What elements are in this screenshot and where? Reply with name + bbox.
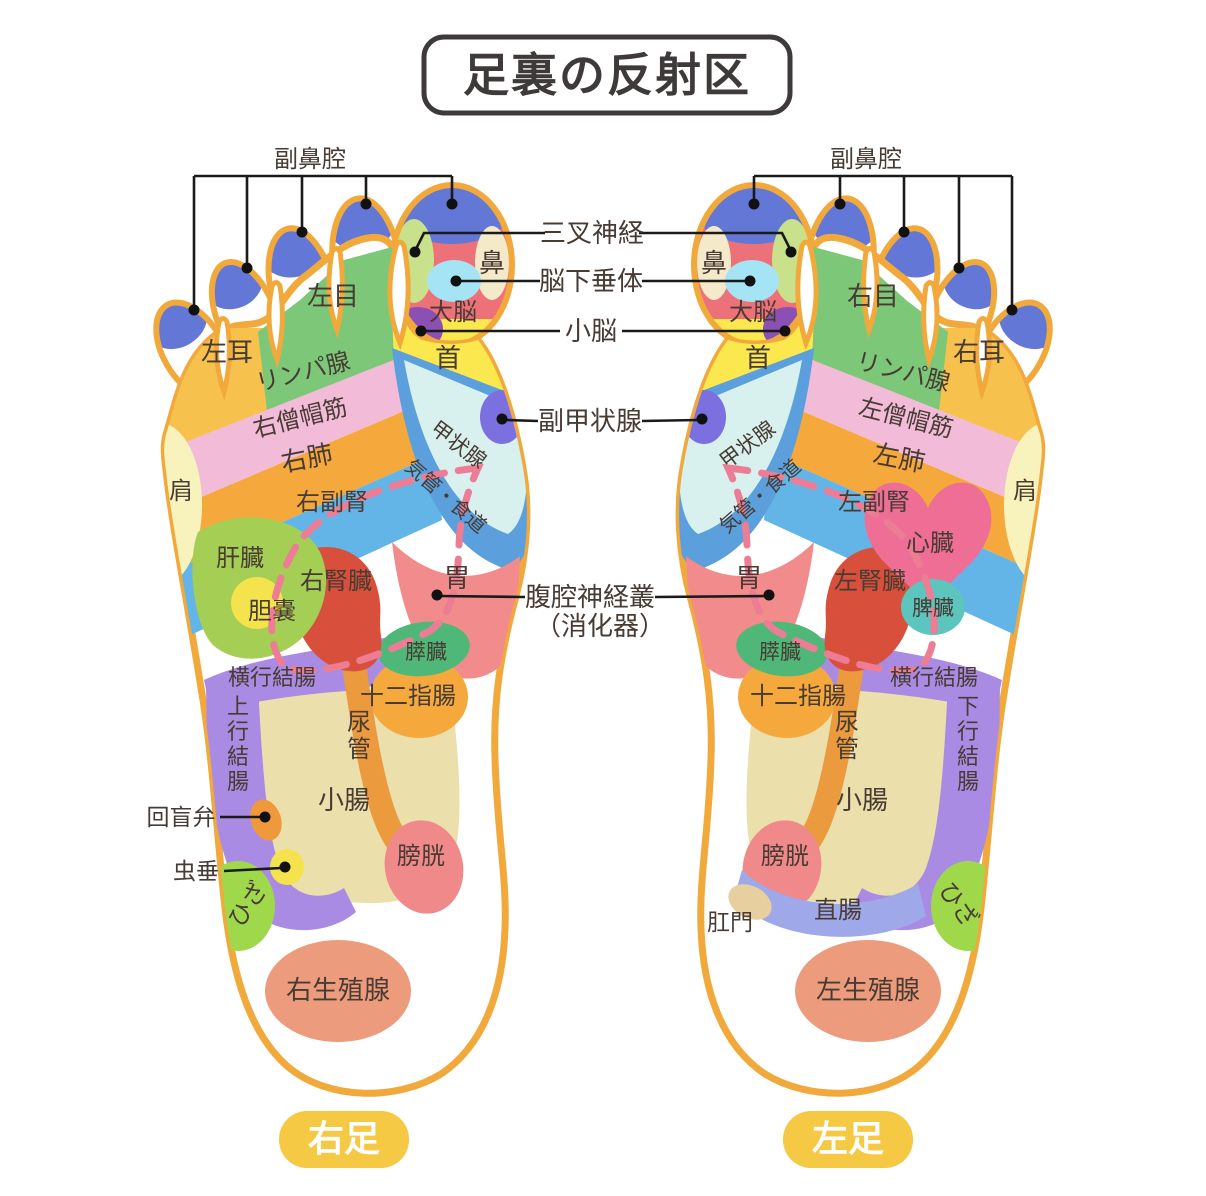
bladder-label: 膀胱 [397, 842, 445, 870]
title-box: 足裏の反射区 [421, 34, 793, 116]
center-connectors [409, 231, 797, 601]
rectum-label: 直腸 [814, 896, 862, 924]
left-foot-diagram [674, 182, 1088, 1093]
bladder-label: 膀胱 [761, 842, 809, 870]
neck-label: 首 [435, 344, 461, 374]
neck-label: 首 [745, 344, 771, 374]
stomach-label: 胃 [736, 564, 762, 594]
ureter-label-right: 尿管 [347, 708, 371, 763]
kidney-label: 左腎臓 [834, 567, 906, 595]
trigeminal-nerve-label: 三叉神経 [540, 219, 644, 249]
duodenum-label: 十二指腸 [750, 682, 846, 710]
page-title: 足裏の反射区 [463, 48, 751, 102]
sinus-bracket-left-foot [748, 174, 1018, 316]
pancreas-label: 膵臓 [405, 640, 447, 664]
small-intestine-label: 小腸 [836, 786, 888, 816]
ascending-colon-label: 上行結腸 [227, 695, 249, 795]
small-intestine-label: 小腸 [318, 786, 370, 816]
nose-label: 鼻 [701, 249, 727, 279]
liver-label: 肝臓 [216, 544, 264, 572]
caption-right-foot-text: 右足 [308, 1119, 380, 1160]
ear-label: 左耳 [201, 338, 253, 368]
stomach-label: 胃 [444, 564, 470, 594]
gallbladder-label: 胆嚢 [248, 597, 296, 625]
anus-zone [728, 884, 772, 920]
eye-label: 左目 [307, 282, 359, 312]
pituitary-label: 脳下垂体 [539, 267, 643, 297]
transverse-colon-label: 横行結腸 [890, 666, 978, 691]
caption-left-foot: 左足 [783, 1111, 913, 1168]
sinus-label-left-foot: 副鼻腔 [830, 145, 902, 173]
transverse-colon-label: 横行結腸 [228, 666, 316, 691]
shoulder-label: 肩 [1013, 477, 1037, 505]
shoulder-label: 肩 [169, 477, 193, 505]
pancreas-label: 膵臓 [759, 640, 801, 664]
ileocecal-label: 回盲弁 [147, 805, 216, 831]
appendix-label: 虫垂 [173, 859, 219, 885]
rectum-zone [734, 870, 926, 937]
cerebellum-label: 小脳 [565, 317, 617, 347]
celiac-plexus-label: 腹腔神経叢 [525, 583, 655, 613]
ear-label: 右耳 [953, 338, 1005, 368]
celiac-plexus-sub-label: （消化器） [535, 612, 665, 642]
kidney-label: 右腎臓 [300, 567, 372, 595]
heart-zone [864, 482, 992, 603]
spleen-label: 脾臓 [912, 596, 954, 620]
sinus-label-right-foot: 副鼻腔 [274, 145, 346, 173]
eye-label: 右目 [847, 282, 899, 312]
duodenum-label: 十二指腸 [360, 682, 456, 710]
descending-colon-label: 下行結腸 [957, 695, 979, 795]
gonad-label: 左生殖腺 [816, 976, 920, 1006]
cerebrum-label: 大脳 [729, 298, 777, 326]
side-connectors [220, 811, 291, 873]
heart-label: 心臓 [906, 529, 954, 557]
sinus-bracket-right-foot [188, 174, 458, 316]
caption-left-foot-text: 左足 [812, 1119, 884, 1160]
parathyroid-label: 副甲状腺 [538, 407, 642, 437]
adrenal-label: 左副腎 [838, 488, 910, 516]
adrenal-label: 右副腎 [296, 488, 368, 516]
nose-label: 鼻 [479, 249, 505, 279]
gonad-label: 右生殖腺 [286, 976, 390, 1006]
anus-label: 肛門 [707, 910, 753, 936]
ureter-label-left: 尿管 [835, 708, 859, 763]
spleen-zone [901, 579, 965, 635]
cerebrum-label: 大脳 [429, 298, 477, 326]
caption-right-foot: 右足 [279, 1111, 409, 1168]
